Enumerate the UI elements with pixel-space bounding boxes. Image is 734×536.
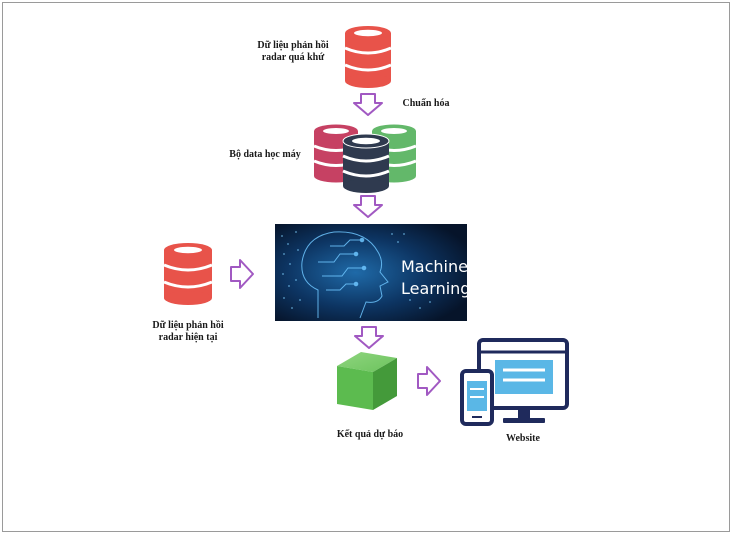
ml-dataset-label: Bộ data học máy <box>229 149 301 160</box>
ml-dataset-database-icon <box>313 124 417 193</box>
past-radar-label: Dữ liệu phản hồi radar quá khứ <box>248 40 338 64</box>
ml-line2: Learning <box>401 279 470 298</box>
forecast-label: Kết quả dự báo <box>336 429 404 440</box>
forecast-cube-icon <box>337 352 397 410</box>
arrow-right-icon <box>417 366 441 396</box>
current-radar-label-line2: radar hiện tại <box>158 332 218 343</box>
current-radar-label: Dữ liệu phản hồi radar hiện tại <box>140 320 236 344</box>
past-radar-label-line2: radar quá khứ <box>261 52 325 63</box>
arrow-right-icon <box>230 259 254 289</box>
arrow-down-icon <box>353 195 383 218</box>
arrow-down-icon <box>354 326 384 349</box>
arrow-down-icon <box>353 93 383 116</box>
past-radar-label-line1: Dữ liệu phản hồi <box>257 40 329 51</box>
website-label: Website <box>506 433 540 444</box>
machine-learning-banner: Machine Learning <box>275 224 470 321</box>
current-radar-database-icon <box>163 243 213 305</box>
normalize-label: Chuẩn hóa <box>402 98 450 109</box>
website-devices-icon <box>460 338 569 426</box>
past-radar-database-icon <box>344 26 392 88</box>
circuit-head-icon <box>301 231 389 319</box>
dot-grid-decoration <box>281 231 431 309</box>
current-radar-label-line1: Dữ liệu phản hồi <box>152 320 224 331</box>
ml-line1: Machine <box>401 257 468 276</box>
